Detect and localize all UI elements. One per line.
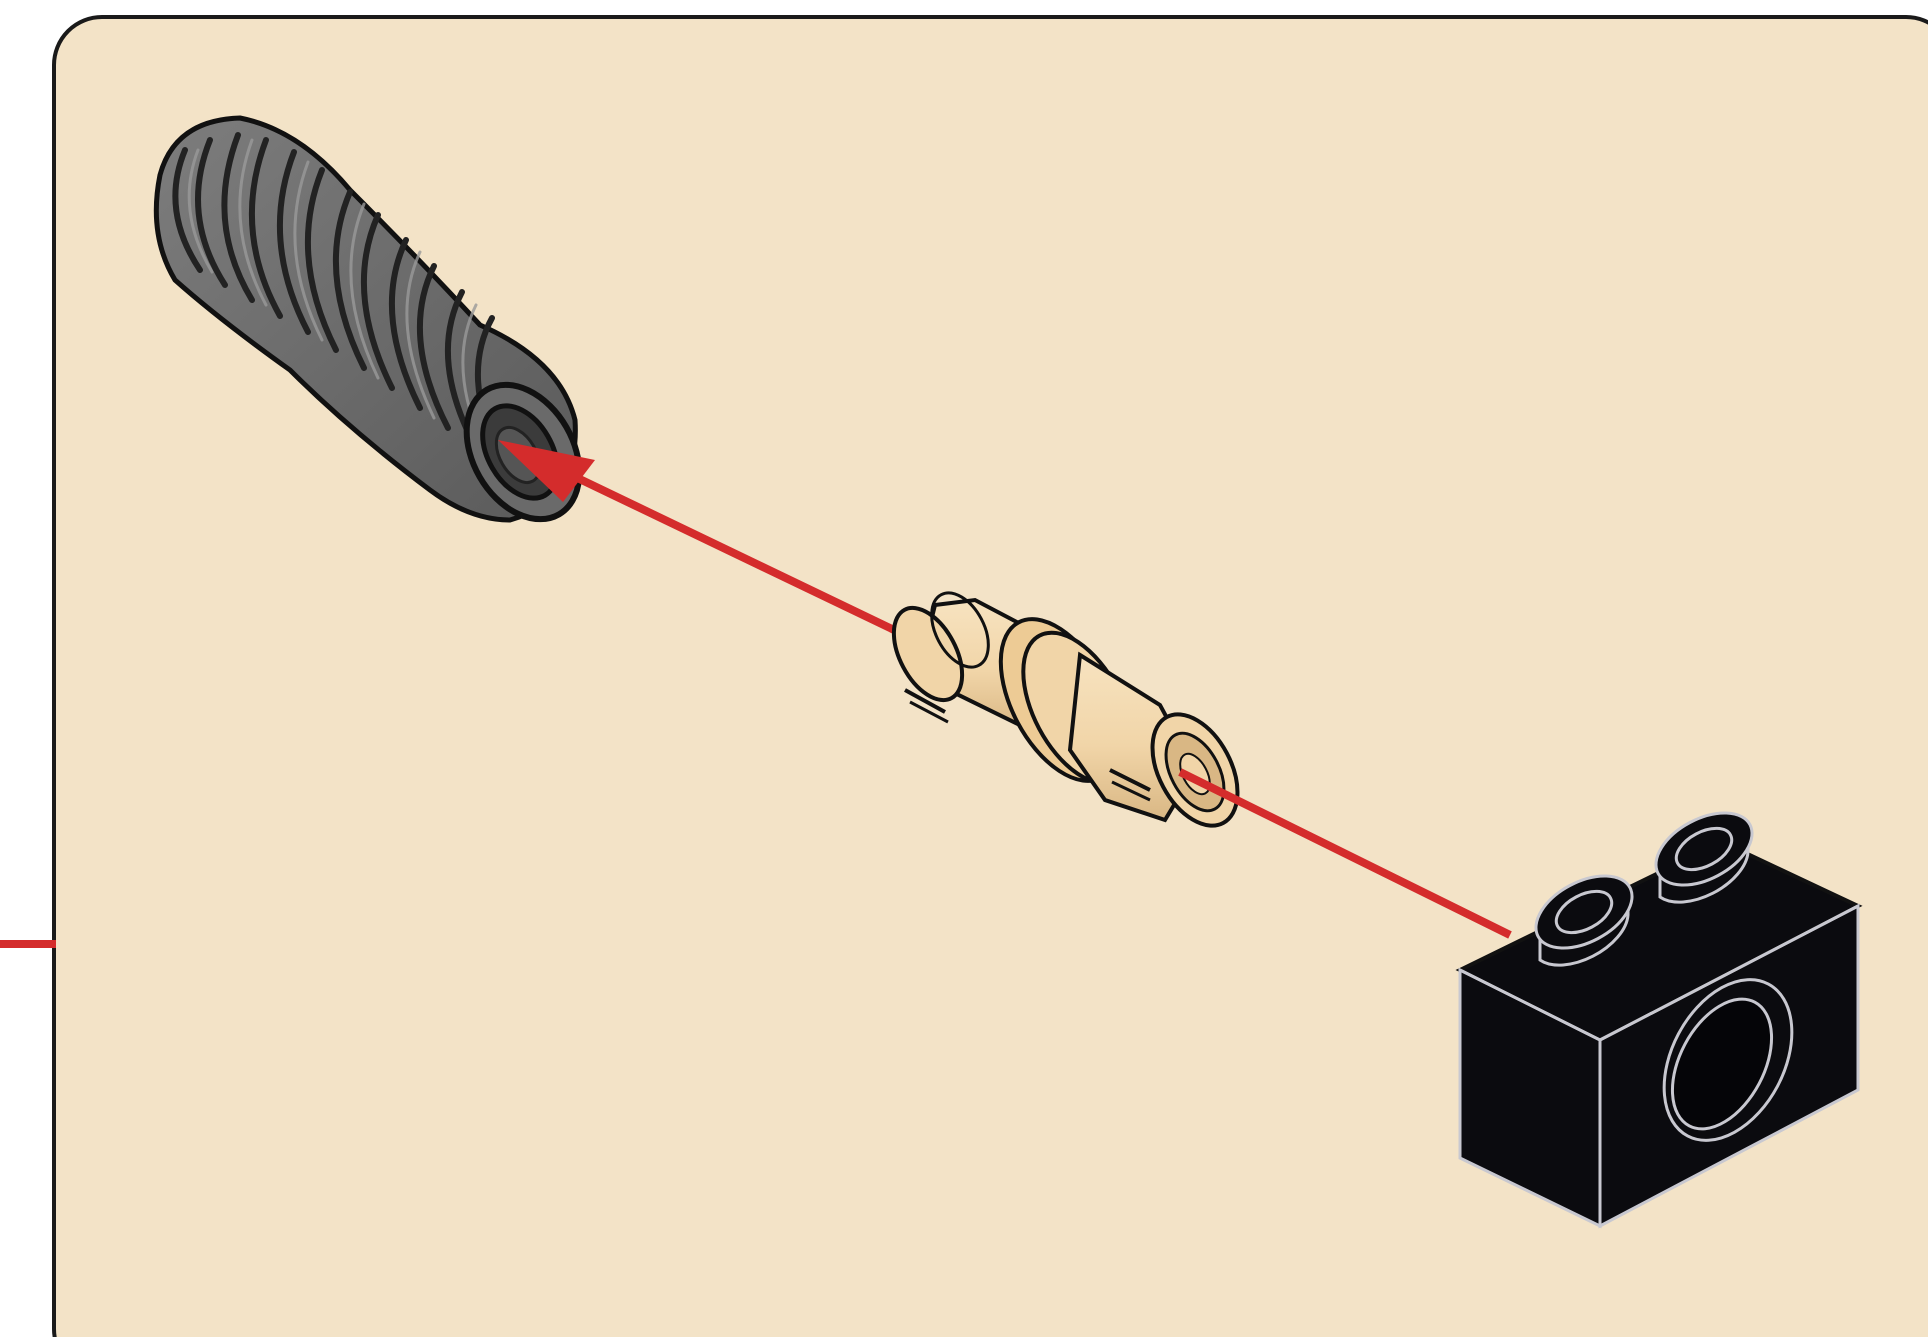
instruction-step [0, 0, 1928, 1337]
